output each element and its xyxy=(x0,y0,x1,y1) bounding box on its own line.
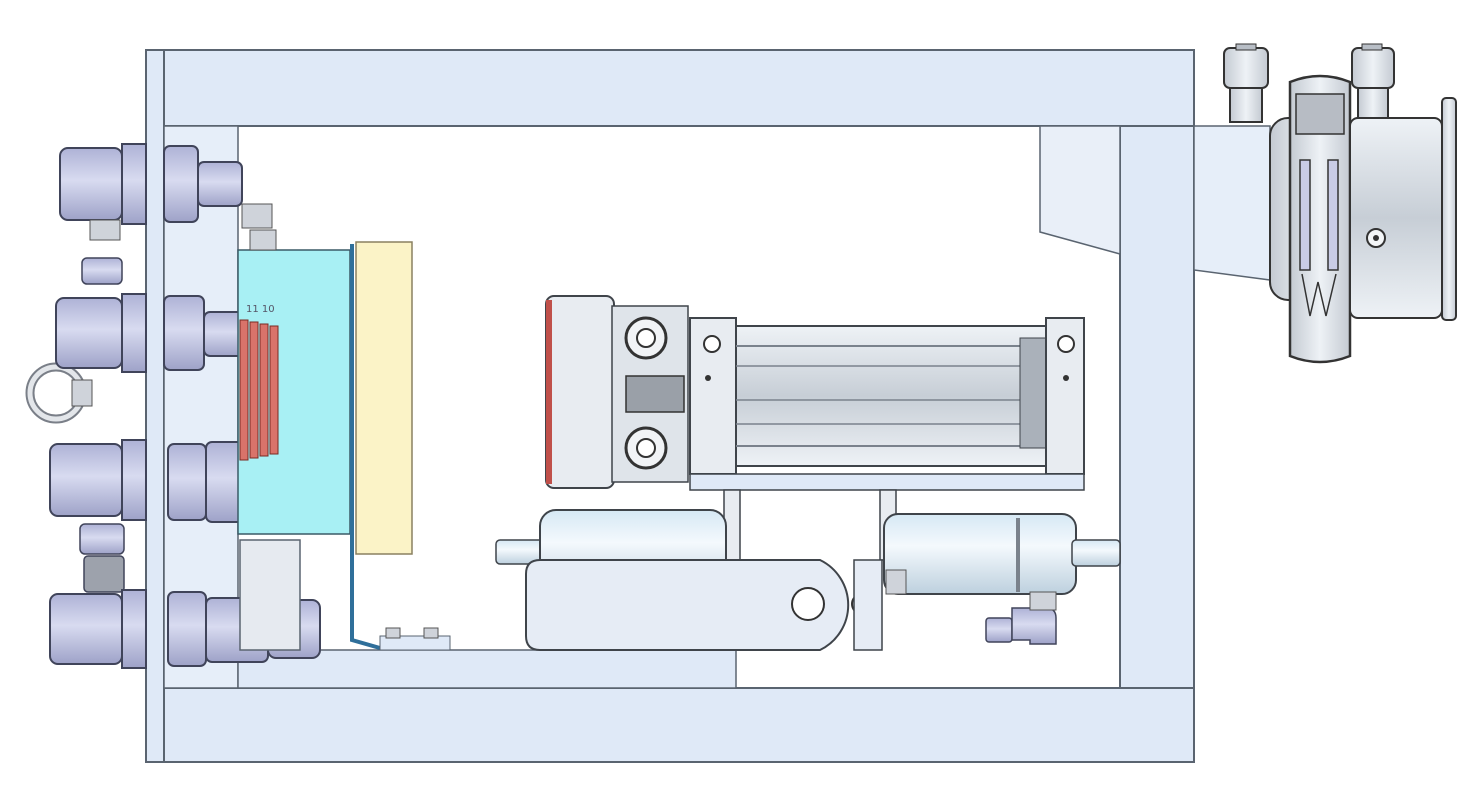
bolt-icon xyxy=(1057,335,1075,353)
lifting-eye-icon xyxy=(25,362,93,424)
frame-base-plate xyxy=(237,649,737,689)
frame-right-bracket xyxy=(1039,125,1121,255)
bolt-icon xyxy=(703,335,721,353)
frame-right-post xyxy=(1119,125,1195,689)
linkage-arm xyxy=(525,559,850,651)
transition-block xyxy=(1193,125,1271,281)
actuator-base-rail xyxy=(689,473,1085,491)
top-fitting-right xyxy=(1351,43,1395,119)
frame-top-rail xyxy=(163,49,1195,127)
right-rod xyxy=(1071,539,1121,567)
frame-left-post xyxy=(145,49,165,763)
right-flange-assembly xyxy=(1193,43,1457,364)
pulley-lower-icon xyxy=(624,426,668,470)
right-cylinder xyxy=(883,513,1077,595)
flange-face xyxy=(1441,97,1457,321)
pulley-upper-icon xyxy=(624,316,668,360)
lower-support xyxy=(239,539,301,651)
small-fitting-left xyxy=(81,257,123,285)
actuator-tube xyxy=(735,325,1049,467)
pivot-icon xyxy=(791,587,825,621)
elbow-fitting-right xyxy=(985,591,1057,645)
top-fitting-left xyxy=(1223,43,1269,123)
fitting-row-2 xyxy=(55,293,251,373)
engraving-label: 11 10 xyxy=(246,304,275,315)
heater-fins xyxy=(239,319,279,461)
flange-body xyxy=(1349,117,1443,319)
heater-block: 11 10 xyxy=(237,229,451,651)
elbow-fitting-left xyxy=(79,523,125,593)
actuator-end-cap xyxy=(545,295,615,489)
frame xyxy=(145,49,1195,763)
cream-plate xyxy=(355,241,413,555)
linear-actuator xyxy=(545,295,1085,491)
frame-bottom-rail xyxy=(163,687,1195,763)
pneumatic-cylinders xyxy=(495,489,1121,651)
fitting-row-1 xyxy=(59,143,273,241)
